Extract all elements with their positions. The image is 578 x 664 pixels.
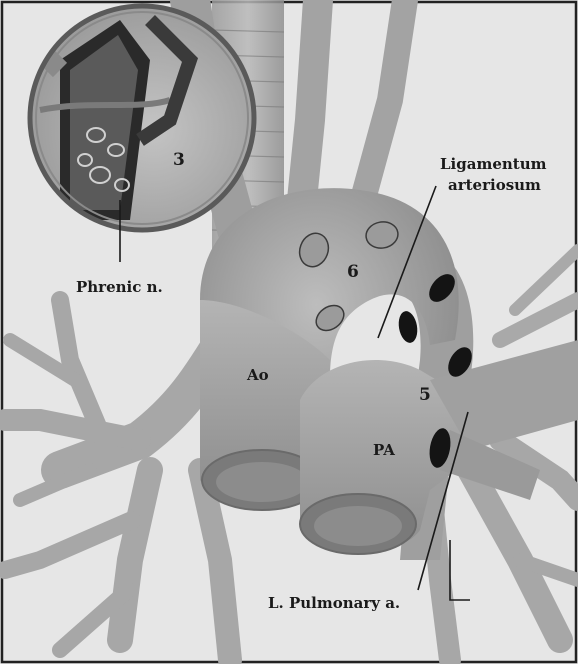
label-pulmonary-artery: PA [373, 441, 395, 459]
label-ligamentum-line1: Ligamentum [440, 155, 547, 173]
label-station-6: 6 [347, 262, 359, 282]
label-station-3: 3 [173, 150, 185, 170]
label-aorta: Ao [246, 366, 269, 384]
magnified-inset [30, 6, 254, 230]
label-station-5: 5 [419, 385, 431, 405]
label-left-pulmonary-artery: L. Pulmonary a. [268, 594, 400, 612]
label-phrenic-nerve: Phrenic n. [76, 278, 163, 296]
label-ligamentum-line2: arteriosum [448, 176, 541, 194]
